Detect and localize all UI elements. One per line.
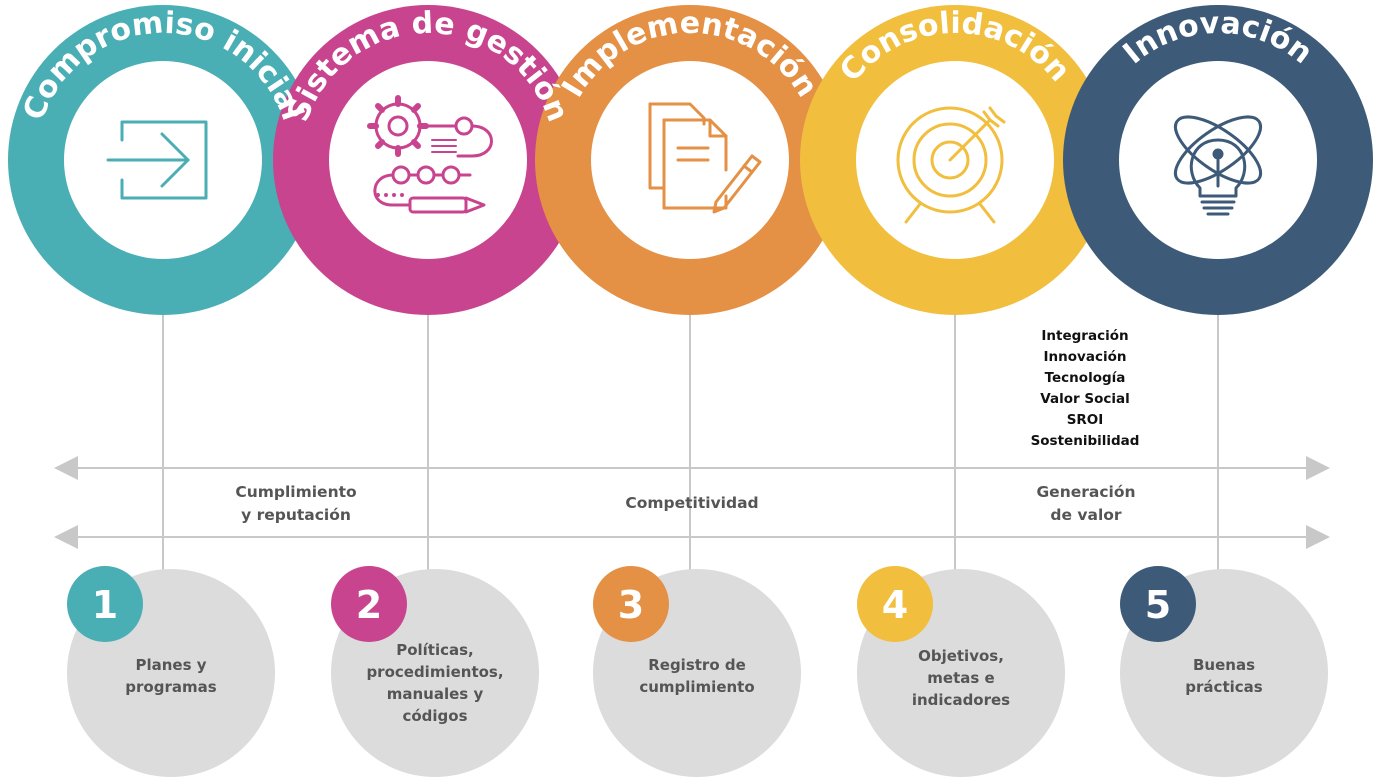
- innovation-list: Integración Innovación Tecnología Valor …: [1031, 328, 1140, 449]
- number-badges: 1 2 3 4 5: [67, 566, 1196, 642]
- number-badge-2-label: 2: [356, 583, 382, 627]
- stage-4: [800, 5, 1110, 315]
- number-badge-2: [331, 566, 407, 642]
- list-item: Valor Social: [1040, 391, 1129, 407]
- list-item: Innovación: [1044, 349, 1127, 365]
- band-left-label-line2: y reputación: [241, 506, 351, 524]
- stage-2-text-line3: manuales y: [387, 685, 484, 703]
- stage-5-text-line2: prácticas: [1185, 678, 1262, 696]
- number-badge-3: [593, 566, 669, 642]
- stage-4-text-line1: Objetivos,: [918, 647, 1004, 665]
- list-item: Integración: [1041, 328, 1128, 344]
- stage-3-text-line1: Registro de: [648, 656, 746, 674]
- stage-inner-circle-2: [329, 61, 527, 259]
- list-item: SROI: [1067, 412, 1104, 428]
- number-badge-4-label: 4: [882, 583, 908, 627]
- stage-4-text-line2: metas e: [927, 669, 994, 687]
- stage-2-text-line4: códigos: [402, 707, 467, 725]
- stage-1-text-line1: Planes y: [135, 656, 206, 674]
- band-right-label-line1: Generación: [1036, 483, 1135, 501]
- band-left-label-line1: Cumplimiento: [235, 483, 356, 501]
- band-right-label-line2: de valor: [1050, 506, 1122, 524]
- stage-3-text-line2: cumplimiento: [639, 678, 754, 696]
- list-item: Sostenibilidad: [1031, 433, 1140, 449]
- band-labels: Cumplimiento y reputación Competitividad…: [235, 483, 1135, 524]
- stage-4-text-line3: indicadores: [912, 691, 1010, 709]
- stage-5-text-line1: Buenas: [1193, 656, 1255, 674]
- number-badge-1: [67, 566, 143, 642]
- stage-2-text-line1: Políticas,: [396, 641, 474, 659]
- number-badge-5: [1120, 566, 1196, 642]
- bottom-texts: Planes y programas Políticas, procedimie…: [125, 641, 1262, 725]
- stage-inner-circle-4: [856, 61, 1054, 259]
- band-center-label: Competitividad: [625, 494, 758, 512]
- stage-2-text-line2: procedimientos,: [366, 663, 503, 681]
- documents-pencil-icon: [648, 102, 762, 214]
- gear-process-icon: [367, 95, 493, 214]
- stage-1-text-line2: programas: [125, 678, 216, 696]
- number-badge-4: [857, 566, 933, 642]
- list-item: Tecnología: [1045, 370, 1126, 386]
- target-icon: [896, 106, 1006, 224]
- atom-lightbulb-icon: [1173, 115, 1263, 216]
- number-badge-5-label: 5: [1145, 583, 1171, 627]
- stage-2: [273, 5, 583, 315]
- enter-arrow-icon: [106, 120, 208, 200]
- number-badge-1-label: 1: [92, 583, 118, 627]
- number-badge-3-label: 3: [618, 583, 644, 627]
